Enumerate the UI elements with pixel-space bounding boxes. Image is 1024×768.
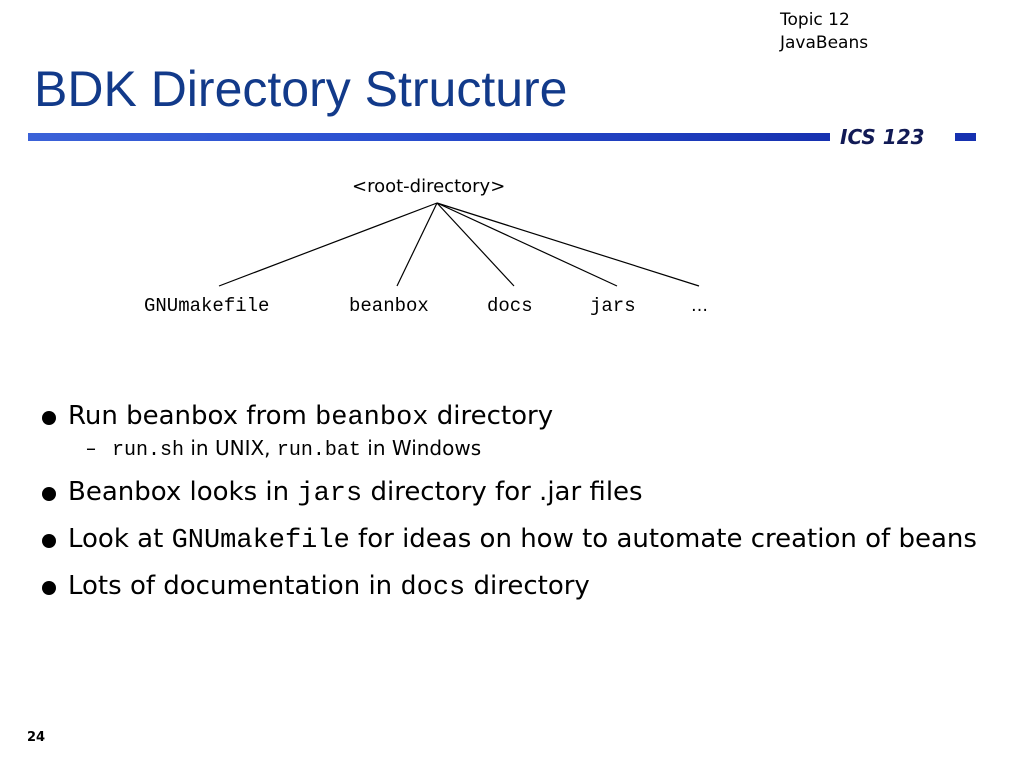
bullet-text: directory [465,571,590,601]
bullet-text: for ideas on how to automate creation of… [349,524,977,554]
code-text: jars [297,479,363,509]
bullet-text: Run beanbox from [68,401,316,431]
bullet-documentation: Lots of documentation in docs directory [38,568,988,606]
bullet-text: Beanbox looks in [68,477,298,507]
tree-leaf-docs: docs [487,295,533,317]
tree-root-label: <root-directory> [352,176,506,197]
tree-edge-docs [436,202,515,287]
code-text: docs [400,573,466,603]
sub-bullet-text: in Windows [360,436,482,460]
tree-edge-jars [436,202,618,287]
sub-bullet-dash: – [86,436,96,460]
code-text: run.bat [276,439,361,462]
code-text: run.sh [112,439,185,462]
sub-bullet-run-scripts: – run.sh in UNIX, run.bat in Windows [68,434,988,465]
bullet-text: Look at [68,524,172,554]
tree-edge-gnumakefile [218,202,438,287]
bullet-dot [42,487,56,501]
tree-leaf-beanbox: beanbox [349,295,429,317]
bullet-jars-directory: Beanbox looks in jars directory for .jar… [38,474,988,512]
code-text: GNUmakefile [171,526,350,556]
tree-leaf-jars: jars [590,295,636,317]
tree-leaf-gnumakefile: GNUmakefile [144,295,270,317]
bullet-text: directory [428,401,554,431]
bullet-list: Run beanbox from beanbox directory – run… [38,398,988,615]
tree-leaf-more: … [691,296,708,316]
tree-edge-more [436,202,700,287]
bullet-run-beanbox: Run beanbox from beanbox directory – run… [38,398,988,465]
code-text: beanbox [315,403,429,433]
sub-bullet-list: – run.sh in UNIX, run.bat in Windows [68,434,988,465]
course-label: ICS 123 [840,125,925,149]
topic-label: Topic 12 JavaBeans [780,9,868,55]
bullet-dot [42,411,56,425]
course-accent-bar [955,133,976,141]
bullet-text: Lots of documentation in [68,571,401,601]
topic-name: JavaBeans [780,33,869,53]
topic-number: Topic 12 [780,10,850,30]
bullet-dot [42,581,56,595]
sub-bullet-text: in UNIX, [184,436,277,460]
bullet-text: directory for .jar files [362,477,643,507]
tree-edge-beanbox [396,202,438,287]
title-underline-bar [28,133,830,141]
page-number: 24 [27,730,46,745]
bullet-dot [42,534,56,548]
slide-title: BDK Directory Structure [34,61,568,117]
bullet-gnumakefile: Look at GNUmakefile for ideas on how to … [38,521,988,559]
